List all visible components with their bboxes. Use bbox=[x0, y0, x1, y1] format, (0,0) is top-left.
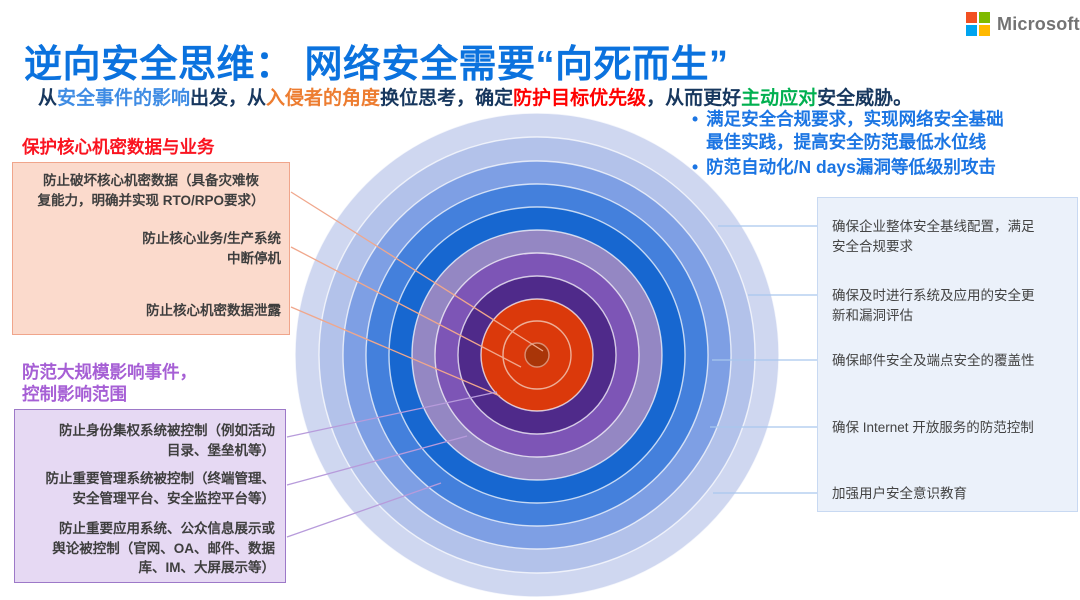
connector-line bbox=[290, 191, 544, 352]
diagram-center-circle bbox=[524, 342, 550, 368]
bullet-item-compliance: • 满足安全合规要求，实现网络安全基础 最佳实践，提高安全防范最低水位线 bbox=[692, 108, 1080, 154]
diagram-center-circle bbox=[502, 320, 572, 390]
bullet-item-ndays: • 防范自动化/N days漏洞等低级别攻击 bbox=[692, 156, 1080, 179]
prevent-item-application-systems: 防止重要应用系统、公众信息展示或 舆论被控制（官网、OA、邮件、数据 库、IM、… bbox=[52, 521, 275, 576]
prevent-large-impact-box: 防止身份集权系统被控制（例如活动 目录、堡垒机等） 防止重要管理系统被控制（终端… bbox=[14, 409, 286, 583]
subtitle-segment: 防护目标优先级 bbox=[513, 88, 647, 109]
bullet-icon: • bbox=[692, 109, 699, 129]
microsoft-logo-icon bbox=[966, 12, 990, 36]
annotation-baseline-config: 确保企业整体安全基线配置，满足 安全合规要求 bbox=[832, 219, 1035, 254]
right-annotation-box: 确保企业整体安全基线配置，满足 安全合规要求 确保及时进行系统及应用的安全更 新… bbox=[817, 197, 1078, 512]
subtitle-segment: 入侵者的角度 bbox=[266, 88, 381, 109]
ms-square-blue bbox=[966, 25, 977, 36]
bullet-item-text: 防范自动化/N days漏洞等低级别攻击 bbox=[706, 156, 996, 177]
protect-item-data-leak: 防止核心机密数据泄露 bbox=[146, 303, 281, 318]
connector-line bbox=[290, 246, 522, 368]
subtitle-segment: 主动应对 bbox=[741, 88, 818, 109]
annotation-internet-services: 确保 Internet 开放服务的防范控制 bbox=[832, 420, 1034, 435]
left-top-section-header: 保护核心机密数据与业务 bbox=[22, 137, 215, 157]
microsoft-logo: Microsoft bbox=[966, 12, 1080, 36]
ms-square-yellow bbox=[979, 25, 990, 36]
slide-subtitle: 从安全事件的影响出发，从入侵者的角度换位思考，确定防护目标优先级，从而更好主动应… bbox=[38, 83, 912, 110]
page-title: 逆向安全思维： 网络安全需要“向死而生” bbox=[24, 44, 729, 87]
protect-core-data-box: 防止破坏核心机密数据（具备灾难恢 复能力，明确并实现 RTO/RPO要求） 防止… bbox=[12, 162, 290, 335]
protect-item-destroy-core-data: 防止破坏核心机密数据（具备灾难恢 复能力，明确并实现 RTO/RPO要求） bbox=[37, 173, 265, 209]
ms-square-green bbox=[979, 12, 990, 23]
prevent-item-management-systems: 防止重要管理系统被控制（终端管理、 安全管理平台、安全监控平台等） bbox=[45, 471, 276, 506]
subtitle-segment: 换位思考，确定 bbox=[380, 88, 514, 109]
subtitle-segment: 安全威胁。 bbox=[817, 88, 913, 109]
connector-line bbox=[290, 306, 501, 397]
connector-line bbox=[286, 391, 498, 438]
right-bullet-list: • 满足安全合规要求，实现网络安全基础 最佳实践，提高安全防范最低水位线 • 防… bbox=[692, 108, 1080, 180]
microsoft-logo-text: Microsoft bbox=[997, 13, 1080, 34]
bullet-item-text: 满足安全合规要求，实现网络安全基础 最佳实践，提高安全防范最低水位线 bbox=[706, 109, 1004, 152]
left-bottom-section-header: 防范大规模影响事件， 控制影响范围 bbox=[22, 362, 197, 404]
bullet-icon: • bbox=[692, 156, 699, 177]
ms-square-red bbox=[966, 12, 977, 23]
subtitle-segment: ，从而更好 bbox=[646, 88, 742, 109]
subtitle-segment: 从 bbox=[38, 88, 58, 109]
annotation-user-awareness: 加强用户安全意识教育 bbox=[832, 486, 967, 501]
prevent-item-identity-systems: 防止身份集权系统被控制（例如活动 目录、堡垒机等） bbox=[59, 423, 275, 458]
subtitle-segment: 出发，从 bbox=[190, 88, 267, 109]
connector-line bbox=[286, 435, 468, 486]
connector-line bbox=[286, 482, 442, 538]
annotation-mail-endpoint: 确保邮件安全及端点安全的覆盖性 bbox=[832, 353, 1035, 368]
protect-item-business-downtime: 防止核心业务/生产系统 中断停机 bbox=[142, 231, 281, 267]
subtitle-segment: 安全事件的影响 bbox=[57, 88, 191, 109]
annotation-security-updates: 确保及时进行系统及应用的安全更 新和漏洞评估 bbox=[832, 288, 1035, 323]
